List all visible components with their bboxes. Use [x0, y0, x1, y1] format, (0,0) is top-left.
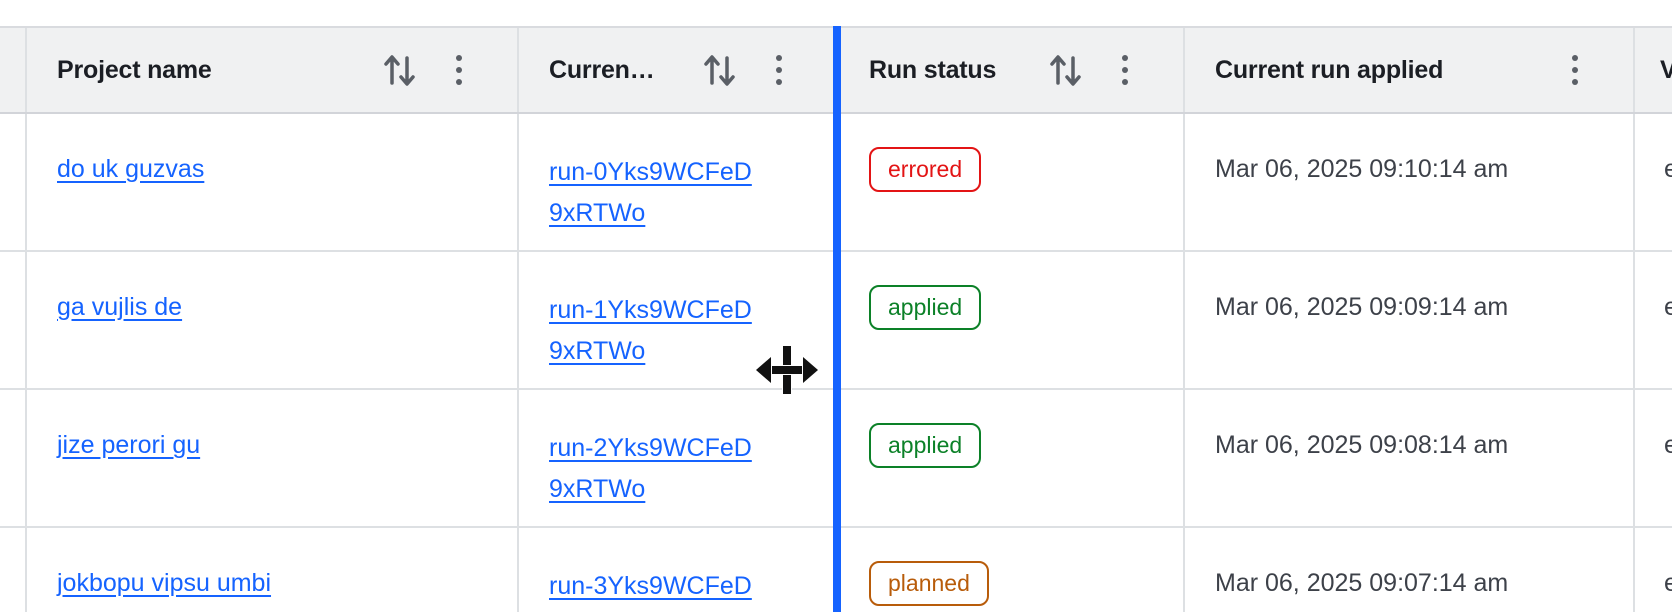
- current-run-applied-cell: Mar 06, 2025 09:09:14 am: [1183, 252, 1633, 388]
- header-icons: [382, 50, 462, 90]
- sort-icon[interactable]: [382, 50, 418, 90]
- header-label-run-status: Run status: [869, 55, 997, 84]
- row-stub-cell: [0, 252, 27, 388]
- project-cell: ga vujlis de: [27, 252, 517, 388]
- header-icons: [702, 50, 782, 90]
- run-status-cell: planned: [837, 528, 1183, 612]
- header-next-column[interactable]: V: [1633, 28, 1672, 112]
- header-label-next-column: V: [1660, 55, 1672, 84]
- project-cell: jize perori gu: [27, 390, 517, 526]
- applied-timestamp: Mar 06, 2025 09:09:14 am: [1215, 293, 1509, 321]
- run-status-cell: applied: [837, 390, 1183, 526]
- project-link[interactable]: jokbopu vipsu umbi: [57, 569, 272, 597]
- next-column-cell: e: [1633, 114, 1672, 250]
- header-current-run-applied[interactable]: Current run applied: [1183, 28, 1633, 112]
- applied-timestamp: Mar 06, 2025 09:08:14 am: [1215, 431, 1509, 459]
- next-column-text: e: [1664, 569, 1672, 597]
- project-link[interactable]: ga vujlis de: [57, 293, 183, 321]
- current-run-applied-cell: Mar 06, 2025 09:08:14 am: [1183, 390, 1633, 526]
- run-status-cell: errored: [837, 114, 1183, 250]
- sort-icon[interactable]: [702, 50, 738, 90]
- header-icons: [1572, 55, 1578, 85]
- run-link[interactable]: run-3Yks9WCFeD9xRTWo: [549, 572, 752, 600]
- header-current-run[interactable]: Curren…: [517, 28, 837, 112]
- next-column-cell: e: [1633, 252, 1672, 388]
- next-column-text: e: [1664, 155, 1672, 183]
- header-label-current-run: Curren…: [549, 55, 655, 84]
- project-link[interactable]: do uk guzvas: [57, 155, 205, 183]
- column-menu-icon[interactable]: [1122, 55, 1128, 85]
- row-stub-cell: [0, 528, 27, 612]
- current-run-applied-cell: Mar 06, 2025 09:10:14 am: [1183, 114, 1633, 250]
- status-badge: applied: [869, 285, 982, 330]
- current-run-applied-cell: Mar 06, 2025 09:07:14 am: [1183, 528, 1633, 612]
- column-resize-guide-line[interactable]: [833, 26, 841, 612]
- applied-timestamp: Mar 06, 2025 09:10:14 am: [1215, 155, 1509, 183]
- row-stub-cell: [0, 114, 27, 250]
- run-status-cell: applied: [837, 252, 1183, 388]
- column-menu-icon[interactable]: [776, 55, 782, 85]
- header-project-name[interactable]: Project name: [27, 28, 517, 112]
- header-run-status[interactable]: Run status: [837, 28, 1183, 112]
- current-run-cell: run-1Yks9WCFeD9xRTWo: [517, 252, 837, 388]
- header-label-current-run-applied: Current run applied: [1215, 55, 1444, 84]
- current-run-cell: run-2Yks9WCFeD9xRTWo: [517, 390, 837, 526]
- next-column-cell: e: [1633, 528, 1672, 612]
- row-stub-cell: [0, 390, 27, 526]
- run-link[interactable]: run-2Yks9WCFeD9xRTWo: [549, 434, 752, 503]
- column-menu-icon[interactable]: [456, 55, 462, 85]
- column-menu-icon[interactable]: [1572, 55, 1578, 85]
- next-column-cell: e: [1633, 390, 1672, 526]
- sort-icon[interactable]: [1048, 50, 1084, 90]
- project-cell: do uk guzvas: [27, 114, 517, 250]
- current-run-cell: run-3Yks9WCFeD9xRTWo: [517, 528, 837, 612]
- next-column-text: e: [1664, 293, 1672, 321]
- status-badge: planned: [869, 561, 989, 606]
- header-icons: [1048, 50, 1128, 90]
- next-column-text: e: [1664, 431, 1672, 459]
- column-resize-cursor-icon: [754, 344, 820, 401]
- header-label-project-name: Project name: [57, 55, 212, 84]
- run-link[interactable]: run-0Yks9WCFeD9xRTWo: [549, 158, 752, 227]
- status-badge: errored: [869, 147, 982, 192]
- run-link[interactable]: run-1Yks9WCFeD9xRTWo: [549, 296, 752, 365]
- status-badge: applied: [869, 423, 982, 468]
- applied-timestamp: Mar 06, 2025 09:07:14 am: [1215, 569, 1509, 597]
- header-stub-cell: [0, 28, 27, 112]
- project-link[interactable]: jize perori gu: [57, 431, 201, 459]
- current-run-cell: run-0Yks9WCFeD9xRTWo: [517, 114, 837, 250]
- project-cell: jokbopu vipsu umbi: [27, 528, 517, 612]
